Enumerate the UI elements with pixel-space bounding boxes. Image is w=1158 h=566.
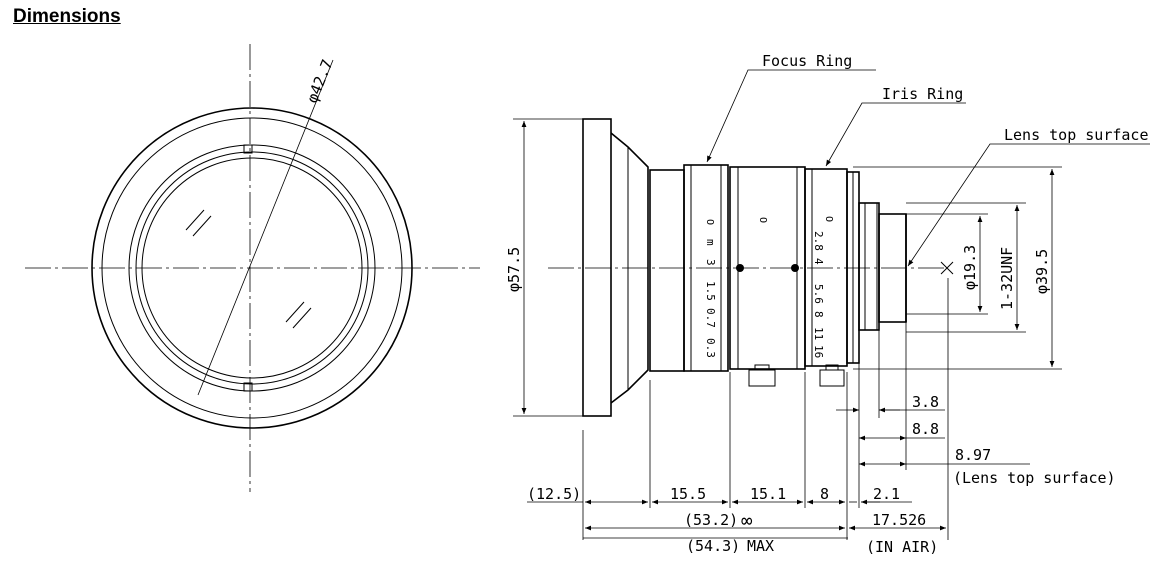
mount-inner (864, 202, 878, 331)
index-dot-iris (791, 264, 799, 272)
glare-mark (185, 209, 205, 231)
front-bevel (610, 132, 649, 404)
mid-mark: O (757, 217, 768, 223)
dim-8.97-note: (Lens top surface) (953, 469, 1116, 487)
iris-scale-8: 8 (812, 311, 825, 318)
iris-mark: O (823, 216, 834, 222)
front-view: φ42.7 (25, 44, 480, 492)
dim-12.5-label: (12.5) (527, 485, 581, 503)
focus-scale-3: 3 (704, 259, 717, 266)
front-diameter-leader (197, 59, 334, 396)
dim-8.8-label: 8.8 (912, 420, 939, 438)
dim-15.1-label: 15.1 (750, 485, 786, 503)
iris-scale-4: 4 (812, 258, 825, 265)
dim-15.5-label: 15.5 (670, 485, 706, 503)
iris-scale-11: 11 (812, 327, 825, 340)
dim-8-label: 8 (820, 485, 829, 503)
glare-mark (192, 215, 212, 237)
focal-point-mark (940, 261, 954, 275)
glare-mark (292, 307, 312, 329)
screw-focus-head (754, 364, 770, 371)
dim-19.3-label: φ19.3 (961, 245, 979, 290)
dim-thread-label: 1-32UNF (998, 247, 1016, 310)
dim-39.5-label: φ39.5 (1033, 249, 1051, 294)
iris-ring (804, 168, 848, 367)
focus-scale-1.5: 1.5 (704, 281, 717, 301)
focus-scale-0.7: 0.7 (704, 308, 717, 328)
focus-scale-m: m (704, 239, 717, 246)
focus-mark: O (704, 219, 715, 225)
dim-54.3-label: (54.3) (686, 537, 740, 555)
dim-3.8-label: 3.8 (912, 393, 939, 411)
dim-max-label: MAX (747, 537, 774, 555)
front-notch-top (243, 144, 253, 154)
front-barrel (649, 169, 685, 372)
side-view: O O O m 3 1.5 0.7 0.3 2.8 4 5.6 8 11 16 … (505, 52, 1150, 556)
iris-scale-2.8: 2.8 (812, 231, 825, 251)
iris-ring-callout: Iris Ring (882, 85, 963, 103)
iris-scale-16: 16 (812, 345, 825, 358)
focus-ring-leader (706, 69, 876, 163)
dim-57.5-label: φ57.5 (505, 247, 523, 292)
focus-ring-callout: Focus Ring (762, 52, 852, 70)
focus-ring (683, 164, 729, 372)
front-cap (582, 118, 612, 417)
lens-top-leader (907, 143, 1150, 267)
focus-scale-0.3: 0.3 (704, 338, 717, 358)
glare-mark (285, 301, 305, 323)
dim-17.526-label: 17.526 (872, 511, 926, 529)
mount (858, 202, 880, 331)
dim-8.97-label: 8.97 (955, 446, 991, 464)
index-dot-focus (736, 264, 744, 272)
front-diameter-label: φ42.7 (303, 57, 337, 106)
iris-scale-5.6: 5.6 (812, 284, 825, 304)
front-notch-bottom (243, 382, 253, 392)
dim-53.2-label: (53.2) (684, 511, 738, 529)
page-title: Dimensions (13, 6, 121, 27)
front-ring-2 (101, 117, 403, 419)
lens-top-callout: Lens top surface (1004, 126, 1149, 144)
screw-focus (748, 369, 776, 387)
screw-iris (819, 369, 845, 387)
dim-2.1-label: 2.1 (873, 485, 900, 503)
iris-ring-leader (825, 102, 966, 167)
dim-17.526-note: (IN AIR) (866, 538, 938, 556)
screw-iris-head (825, 364, 839, 371)
infinity-symbol: ∞ (741, 510, 752, 532)
front-glass (141, 157, 363, 379)
front-outer-ring (91, 107, 413, 429)
